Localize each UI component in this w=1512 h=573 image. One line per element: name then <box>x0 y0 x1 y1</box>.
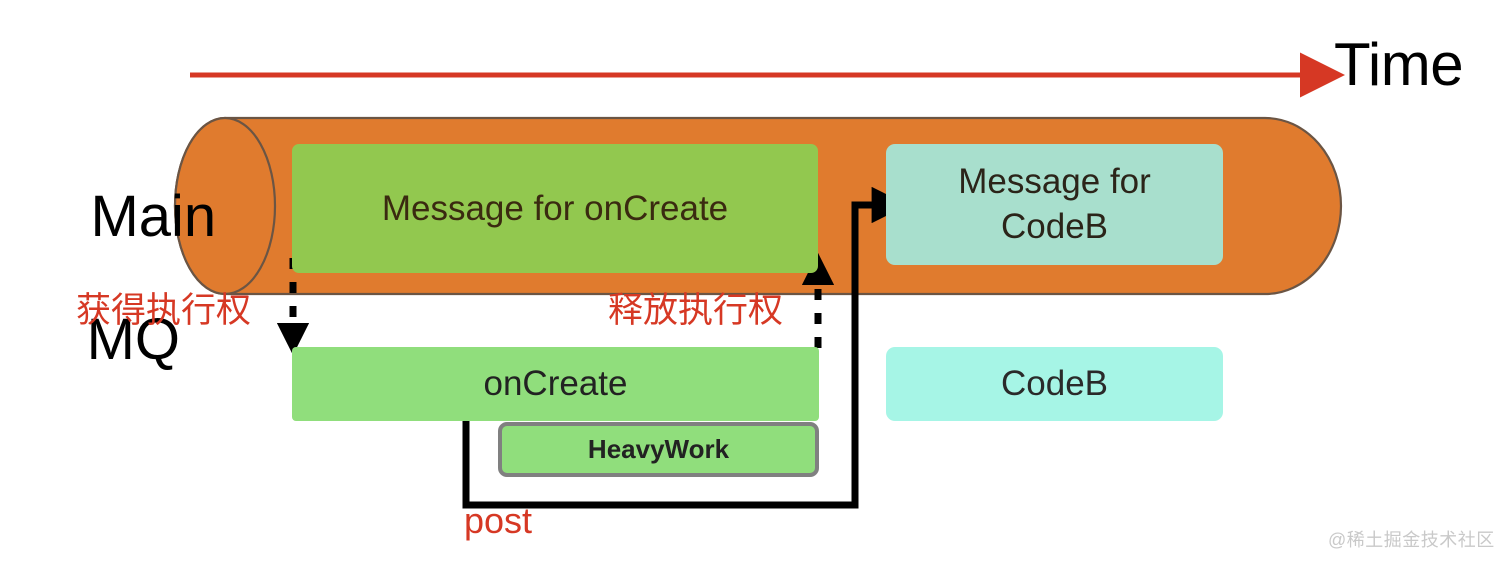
execution-block-codeb-label: CodeB <box>1000 364 1109 403</box>
execution-block-codeb[interactable]: CodeB <box>886 347 1223 421</box>
execution-block-oncreate-label: onCreate <box>483 364 628 403</box>
execution-block-oncreate[interactable]: onCreate <box>292 347 819 421</box>
queue-item-message-for-codeb-label-line2: CodeB <box>1000 206 1109 246</box>
queue-item-message-for-codeb-label: Message for CodeB <box>958 160 1151 250</box>
time-axis-label: Time <box>1334 31 1464 98</box>
queue-item-message-for-codeb[interactable]: Message for CodeB <box>886 144 1223 265</box>
main-mq-label-line2: MQ <box>86 307 180 373</box>
queue-item-message-for-oncreate[interactable]: Message for onCreate <box>292 144 818 273</box>
post-elbow-connector <box>462 186 908 509</box>
execution-block-heavywork-label: HeavyWork <box>587 434 730 464</box>
main-mq-label-line1: Main <box>90 184 217 250</box>
main-mq-label: Main MQ <box>26 125 217 494</box>
annotation-release-execution-right: 释放执行权 <box>608 291 784 330</box>
annotation-acquire-execution-right: 获得执行权 <box>76 291 252 330</box>
watermark: @稀土掘金技术社区 <box>1328 530 1495 550</box>
annotation-post: post <box>464 500 533 541</box>
execution-block-heavywork[interactable]: HeavyWork <box>498 422 819 477</box>
queue-item-message-for-oncreate-label: Message for onCreate <box>381 188 729 228</box>
queue-item-message-for-codeb-label-line1: Message for <box>958 161 1151 201</box>
